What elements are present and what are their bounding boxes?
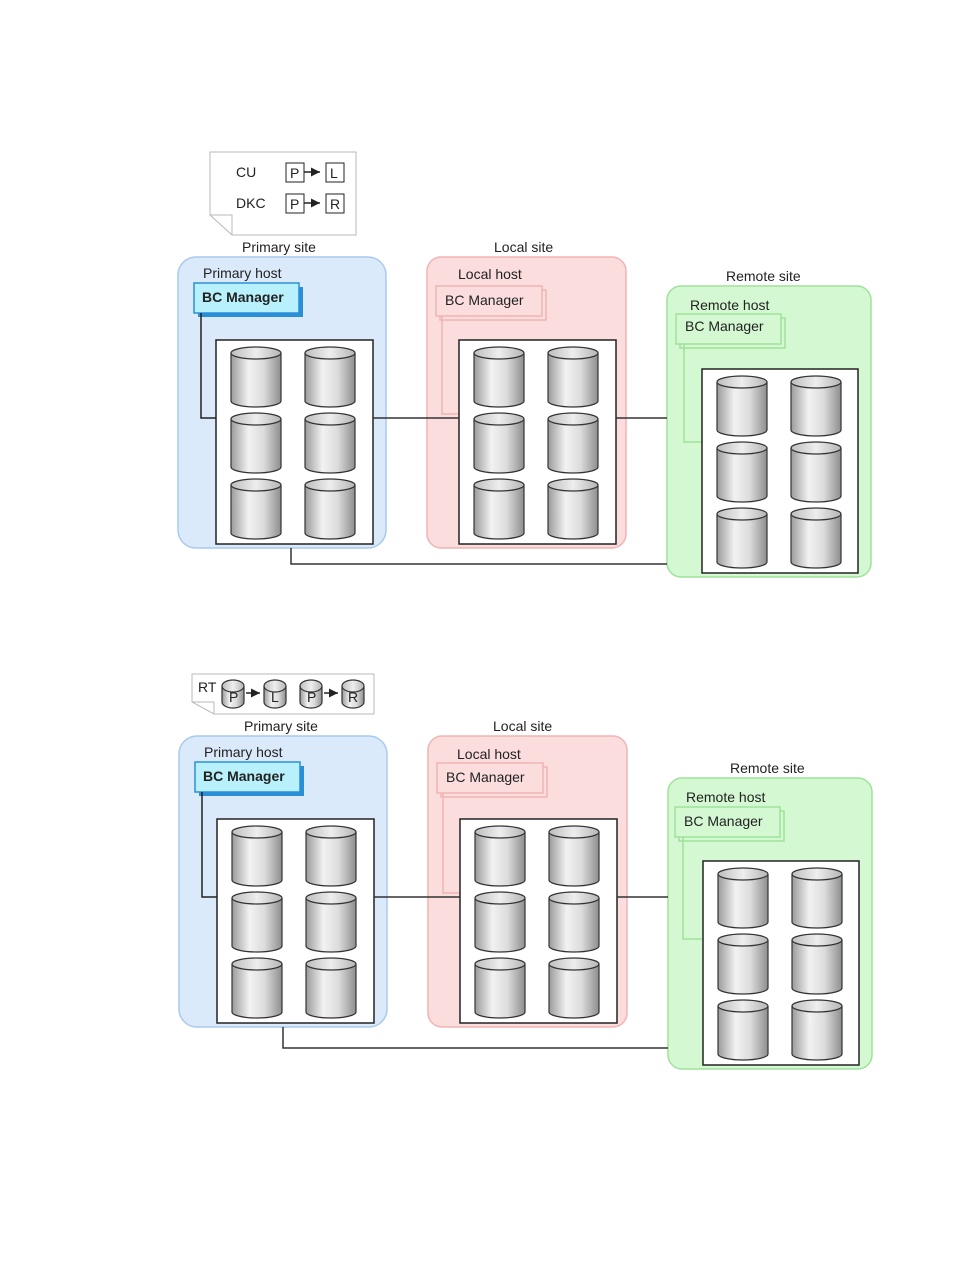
legend-cu-to: L (330, 165, 338, 181)
bc-manager-label: BC Manager (446, 769, 525, 785)
volume-cylinder-icon (306, 958, 356, 1018)
legend-pair2-from: P (307, 689, 316, 705)
volume-cylinder-icon (717, 442, 767, 502)
remote-bc-manager: BC Manager (675, 807, 784, 841)
volume-cylinder-icon (548, 347, 598, 407)
volume-cylinder-icon (231, 413, 281, 473)
local-site-label: Local site (493, 718, 552, 734)
remote-site-label: Remote site (726, 268, 801, 284)
volume-cylinder-icon (791, 442, 841, 502)
remote-host-label: Remote host (690, 297, 769, 313)
bc-manager-label: BC Manager (445, 292, 524, 308)
volume-cylinder-icon (791, 508, 841, 568)
legend-pair1-from: P (229, 689, 238, 705)
volume-cylinder-icon (791, 376, 841, 436)
volume-cylinder-icon (474, 413, 524, 473)
bc-manager-label: BC Manager (685, 318, 764, 334)
volume-cylinder-icon (792, 1000, 842, 1060)
volume-cylinder-icon (475, 826, 525, 886)
local-host-label: Local host (457, 746, 521, 762)
legend-rt-label: RT (198, 679, 217, 695)
diagram-1: CU DKC P L P R Primary site Local site R… (178, 152, 871, 577)
legend-cu-label: CU (236, 164, 256, 180)
volume-cylinder-icon (475, 958, 525, 1018)
volume-cylinder-icon (231, 479, 281, 539)
primary-host-label: Primary host (203, 265, 282, 281)
volume-cylinder-icon (305, 413, 355, 473)
legend-dkc-to: R (330, 196, 340, 212)
primary-site-label: Primary site (242, 239, 316, 255)
volume-cylinder-icon (232, 826, 282, 886)
volume-cylinder-icon (548, 479, 598, 539)
volume-cylinder-icon (232, 892, 282, 952)
volume-cylinder-icon (474, 479, 524, 539)
legend-pair2-to: R (348, 689, 358, 705)
volume-cylinder-icon (549, 826, 599, 886)
volume-cylinder-icon (549, 958, 599, 1018)
bc-manager-label: BC Manager (684, 813, 763, 829)
bc-manager-label: BC Manager (203, 768, 285, 784)
volume-cylinder-icon (792, 868, 842, 928)
volume-cylinder-icon (718, 934, 768, 994)
bc-manager-label: BC Manager (202, 289, 284, 305)
volume-cylinder-icon (306, 826, 356, 886)
legend-dkc-from: P (290, 196, 299, 212)
volume-cylinder-icon (717, 376, 767, 436)
volume-cylinder-icon (718, 868, 768, 928)
local-bc-manager: BC Manager (436, 286, 546, 320)
volume-cylinder-icon (717, 508, 767, 568)
primary-bc-manager: BC Manager (195, 762, 304, 796)
remote-host-label: Remote host (686, 789, 765, 805)
local-site-label: Local site (494, 239, 553, 255)
remote-site-label: Remote site (730, 760, 805, 776)
volume-cylinder-icon (718, 1000, 768, 1060)
volume-cylinder-icon (231, 347, 281, 407)
volume-cylinder-icon (548, 413, 598, 473)
local-host-label: Local host (458, 266, 522, 282)
volume-cylinder-icon (232, 958, 282, 1018)
legend-dkc-label: DKC (236, 195, 266, 211)
volume-cylinder-icon (549, 892, 599, 952)
legend-note: CU DKC P L P R (210, 152, 356, 235)
local-bc-manager: BC Manager (437, 763, 547, 797)
volume-cylinder-icon (792, 934, 842, 994)
primary-remote-link (291, 548, 667, 564)
primary-site-label: Primary site (244, 718, 318, 734)
primary-bc-manager: BC Manager (194, 283, 303, 317)
diagram-2: RT P L P R Primary site Local site Remote s… (179, 674, 872, 1069)
volume-cylinder-icon (305, 479, 355, 539)
primary-remote-link (283, 1027, 668, 1048)
volume-cylinder-icon (306, 892, 356, 952)
volume-cylinder-icon (305, 347, 355, 407)
volume-cylinder-icon (475, 892, 525, 952)
volume-cylinder-icon (474, 347, 524, 407)
legend-note: RT P L P R (192, 674, 374, 714)
legend-cu-from: P (290, 165, 299, 181)
remote-bc-manager: BC Manager (676, 314, 785, 348)
legend-pair1-to: L (271, 689, 279, 705)
primary-host-label: Primary host (204, 744, 283, 760)
